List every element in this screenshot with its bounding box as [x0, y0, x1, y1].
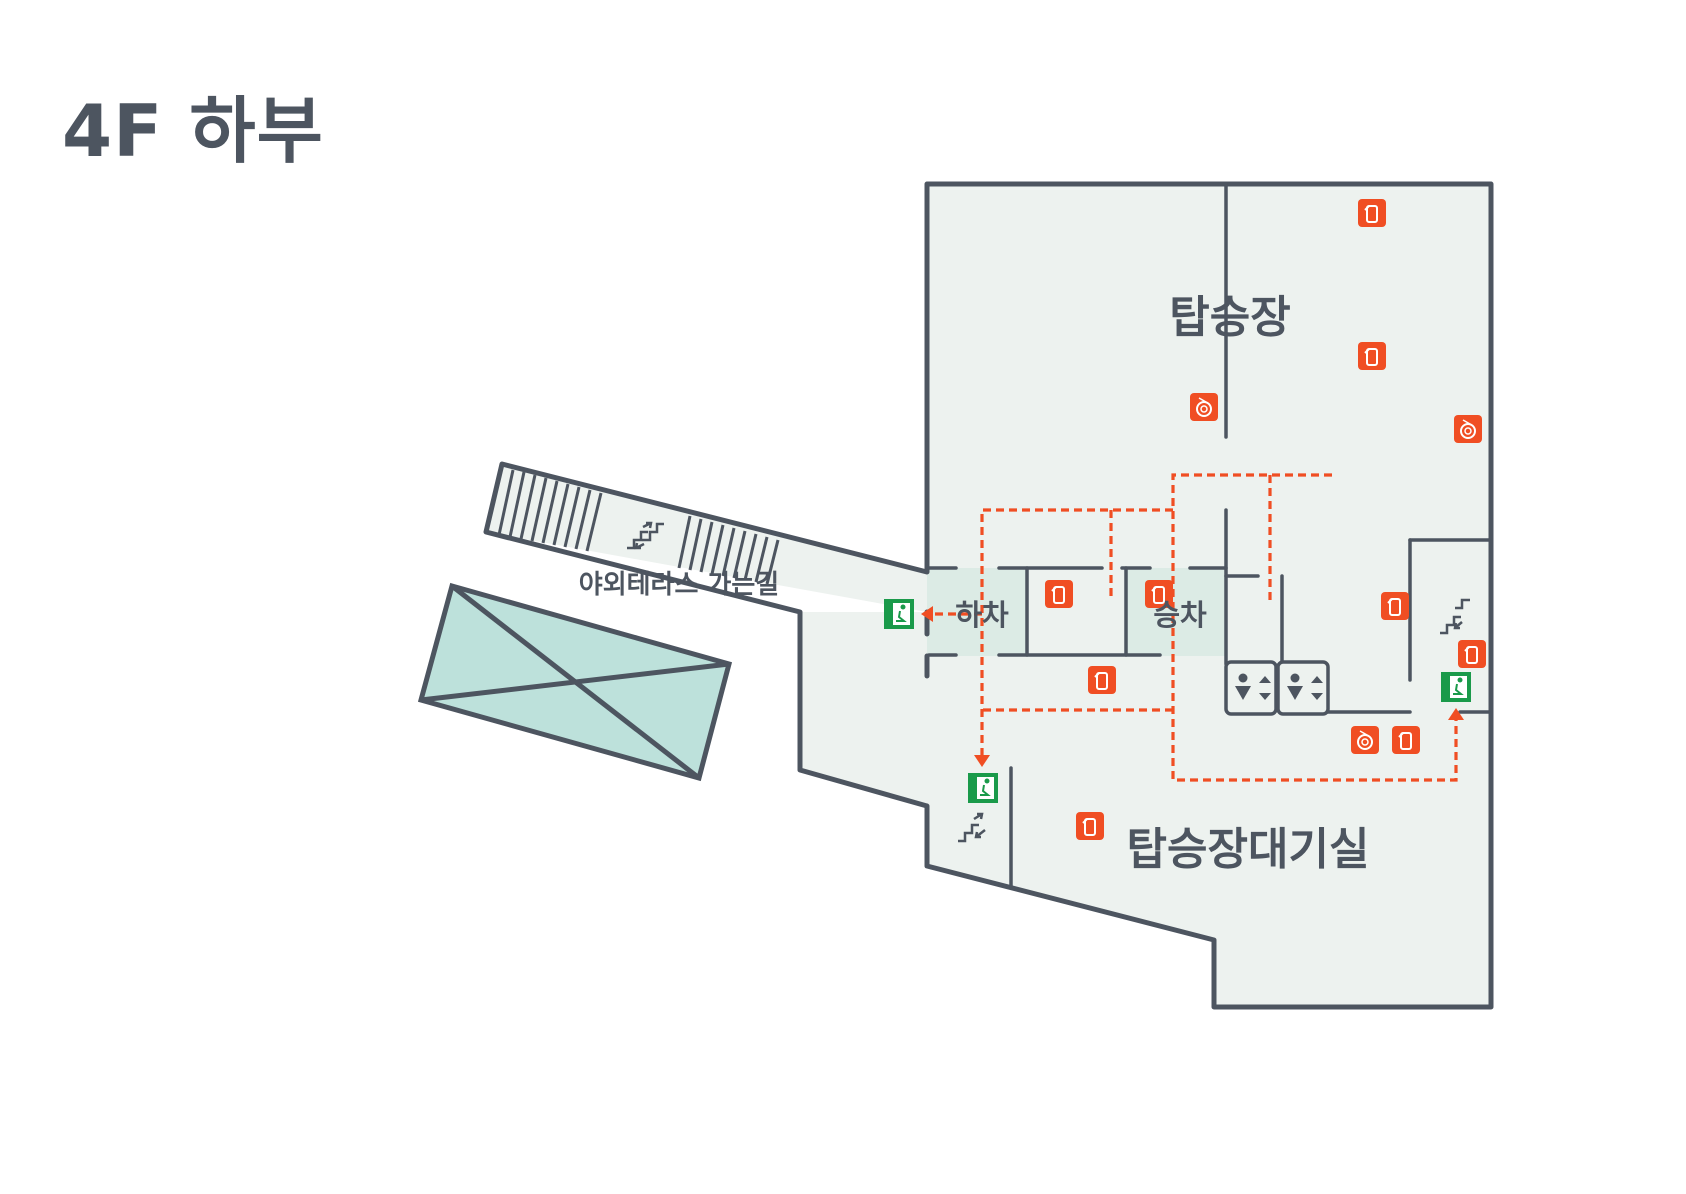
alighting-zone	[927, 568, 1027, 656]
escalator-icon	[958, 812, 986, 843]
label-boarding-area: 탑승장	[1169, 292, 1290, 343]
interior-walls	[927, 182, 1491, 888]
terrace-corridor-floor	[486, 464, 927, 612]
fire-extinguisher-icon	[1145, 580, 1173, 608]
terrace-stairs	[497, 469, 780, 585]
fire-extinguisher-icon	[1458, 640, 1486, 668]
label-boarding: 승차	[1153, 598, 1207, 632]
fire-hose-icon	[1351, 726, 1379, 754]
fire-extinguisher-icon	[1045, 580, 1073, 608]
fire-extinguisher-icon	[1358, 342, 1386, 370]
boarding-zone	[1126, 568, 1226, 656]
evacuation-route	[930, 473, 1458, 782]
emergency-exit-icon	[884, 599, 914, 629]
elevator-icon	[1276, 660, 1330, 716]
fire-hose-icon	[1454, 415, 1482, 443]
label-terrace-path: 야외테라스 가는길	[579, 570, 779, 600]
escalator-icon	[627, 521, 664, 550]
fire-extinguisher-icon	[1358, 199, 1386, 227]
label-waiting-room: 탑승장대기실	[1127, 824, 1370, 875]
elevator-icon	[1224, 660, 1278, 716]
fire-hose-icon	[1190, 393, 1218, 421]
escalator-icon	[1440, 598, 1470, 635]
emergency-exit-icon	[1441, 672, 1471, 702]
label-alighting: 하차	[955, 598, 1009, 632]
atrium-void	[417, 582, 733, 782]
fire-extinguisher-icon	[1076, 812, 1104, 840]
floor-title: 4F 하부	[62, 89, 324, 173]
evacuation-route-arrows	[921, 606, 1464, 767]
terrace-corridor-walls	[483, 461, 928, 809]
fire-extinguisher-icon	[1381, 592, 1409, 620]
fire-extinguisher-icon	[1088, 666, 1116, 694]
emergency-exit-icon	[968, 773, 998, 803]
fire-extinguisher-icon	[1392, 726, 1420, 754]
